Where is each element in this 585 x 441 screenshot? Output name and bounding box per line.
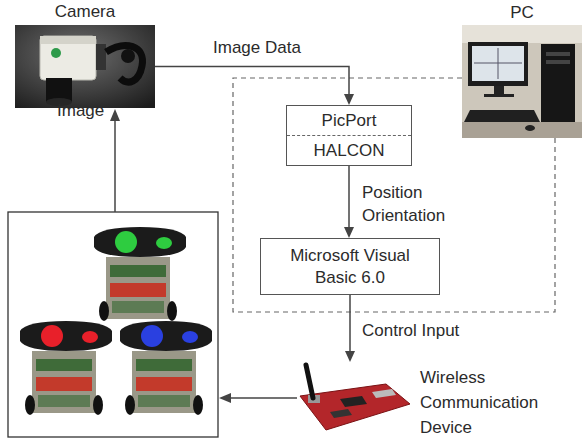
antenna	[306, 365, 313, 398]
connector	[372, 389, 396, 398]
monitor-foot	[484, 94, 514, 97]
edge-label: Image Data	[213, 37, 301, 59]
process-box: PicPortHALCON	[286, 105, 412, 166]
robots-frame	[8, 212, 218, 437]
marker-large	[115, 231, 137, 253]
robot-board	[110, 283, 166, 297]
robot-plate	[20, 321, 112, 351]
photo-ground	[462, 25, 582, 138]
robot-wheel	[193, 395, 203, 415]
robot-board	[136, 377, 192, 391]
pc-boundary	[233, 78, 555, 312]
connector-line	[348, 166, 350, 227]
robot-green	[94, 227, 186, 321]
connector	[155, 67, 354, 106]
robot-board	[110, 265, 166, 277]
keyboard	[464, 110, 540, 122]
camera-top	[40, 36, 96, 44]
camera-cable	[106, 46, 142, 82]
robot-board	[136, 359, 192, 371]
connector-line	[349, 295, 351, 351]
arrow-head	[219, 393, 231, 403]
robot-blue	[120, 321, 212, 415]
cable-plug	[121, 49, 135, 63]
chip	[330, 409, 352, 418]
connector	[344, 166, 354, 238]
mouse	[525, 125, 535, 131]
pc-photo	[462, 25, 582, 138]
arrow-head	[345, 351, 355, 362]
robot-board	[36, 377, 92, 391]
robot-body	[106, 257, 170, 319]
wireless-device-photo	[300, 365, 410, 430]
wall	[462, 25, 582, 43]
connector	[345, 295, 355, 362]
node-heading: Camera	[15, 1, 155, 23]
node-heading: Wireless Communication Device	[420, 365, 540, 440]
box-text: Microsoft Visual Basic 6.0	[289, 245, 412, 289]
chip	[340, 396, 367, 407]
arrow-line	[114, 121, 116, 212]
edge-label: Control Input	[362, 320, 459, 342]
arrow-head	[344, 94, 354, 105]
device-node: Wireless Communication Device	[297, 362, 410, 430]
circuit-board	[300, 384, 410, 430]
camera-body	[40, 36, 96, 80]
photo-ground	[15, 25, 155, 108]
drive-slot	[546, 52, 570, 56]
marker-small	[182, 331, 198, 343]
marker-small	[82, 331, 98, 343]
box-text: HALCON	[287, 135, 411, 165]
robot-board	[38, 395, 90, 407]
robot-plate	[94, 227, 186, 257]
process-box: Microsoft Visual Basic 6.0	[260, 238, 440, 295]
robot-wheel	[25, 395, 35, 415]
edge-label: Position Orientation	[362, 181, 447, 227]
monitor-screen	[472, 46, 524, 81]
robot-wheel	[93, 395, 103, 415]
node-heading: PC	[462, 2, 582, 24]
robot-board	[138, 395, 190, 407]
marker-large	[141, 325, 163, 347]
device-to-robots-arrow	[219, 393, 297, 403]
marker-large	[41, 325, 63, 347]
robot-wheel	[167, 301, 177, 321]
robot-wheel	[125, 395, 135, 415]
marker-small	[156, 237, 172, 249]
robot-body	[132, 351, 196, 413]
robot-body	[32, 351, 96, 413]
pc-tower	[541, 44, 575, 124]
robot-red	[20, 321, 112, 415]
arrow-head	[344, 227, 354, 238]
arrow-head	[110, 109, 120, 121]
arrow-line	[231, 397, 297, 399]
robot-wheel	[99, 301, 109, 321]
desk	[462, 122, 582, 138]
connector-line	[155, 67, 349, 95]
robot-board	[112, 301, 164, 313]
camera-photo	[15, 25, 155, 108]
monitor-stand	[494, 86, 504, 95]
robot-board	[36, 359, 92, 371]
camera-connector	[96, 44, 106, 70]
flow-label: Image	[57, 100, 104, 122]
drive-slot	[546, 60, 570, 64]
camera-node: Camera	[15, 25, 155, 108]
robot-plate	[120, 321, 212, 351]
image-arrow	[110, 109, 120, 212]
monitor	[468, 42, 528, 86]
camera-logo	[51, 48, 61, 58]
box-text: PicPort	[287, 106, 411, 135]
screen-line	[474, 63, 522, 64]
